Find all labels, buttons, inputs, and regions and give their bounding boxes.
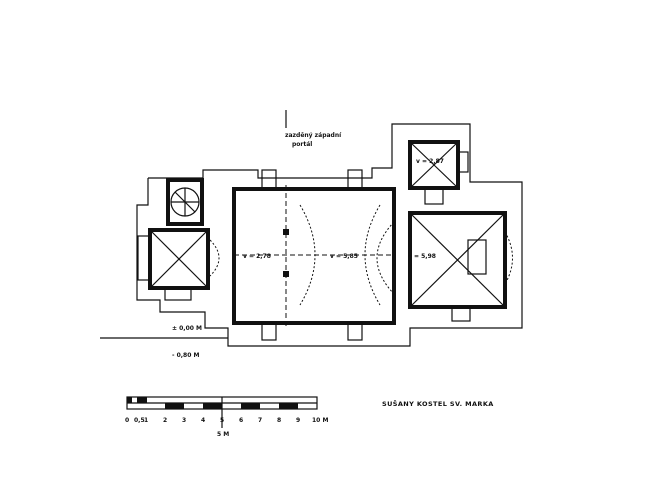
scale-bar — [126, 396, 318, 428]
scale-tick-label: 3 — [182, 417, 186, 424]
height-nave-left: v = 2,78 — [243, 253, 271, 260]
spiral-staircase — [166, 178, 204, 226]
scale-tick-label: 5 — [220, 417, 224, 424]
west-vestibule — [137, 228, 220, 301]
height-nave-right: v = 5,85 — [330, 253, 358, 260]
scale-tick-label: 6 — [239, 417, 243, 424]
scale-tick-label: 0 — [125, 417, 129, 424]
sacristy — [408, 140, 469, 205]
scale-tick-label: 0,5 — [134, 417, 145, 424]
scale-mid-label: 5 M — [217, 431, 229, 438]
chancel — [376, 211, 513, 322]
plan-caption: SUŠANY KOSTEL SV. MARKA — [382, 399, 494, 408]
nave — [232, 169, 396, 341]
outer-wall-outline — [136, 123, 523, 347]
height-chancel: v = 5,98 — [408, 253, 436, 260]
scale-tick-label: 9 — [296, 417, 300, 424]
level-zero: ± 0,00 M — [172, 325, 202, 332]
height-sacristy: v = 2,87 — [416, 158, 444, 165]
scale-tick-label: 10 M — [312, 417, 328, 424]
scale-tick-label: 1 — [144, 417, 148, 424]
scale-tick-label: 2 — [163, 417, 167, 424]
walled-portal-note-line1: zazděný západní — [285, 132, 342, 139]
scale-tick-label: 7 — [258, 417, 262, 424]
scale-tick-label: 4 — [201, 417, 205, 424]
scale-tick-label: 8 — [277, 417, 281, 424]
walled-portal-note-line2: portál — [292, 141, 312, 148]
level-minus: - 0,80 M — [172, 352, 199, 359]
